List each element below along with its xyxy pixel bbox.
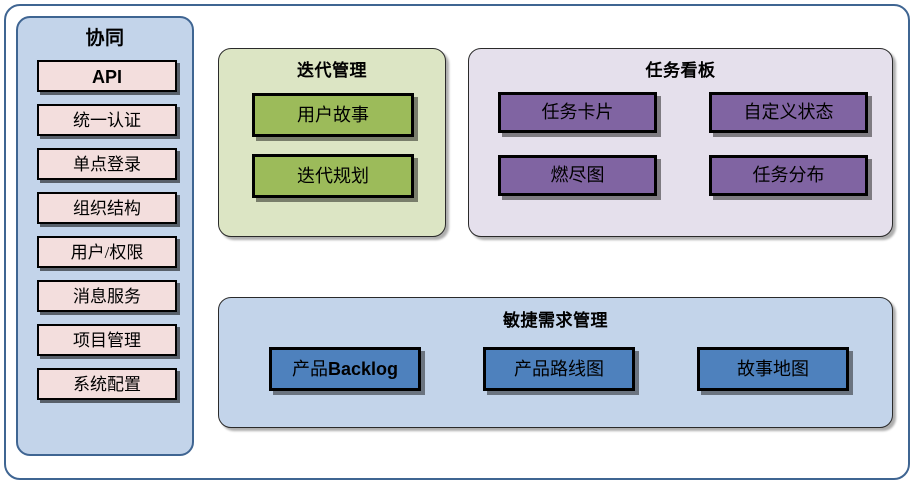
panel-agile-requirements[interactable]: 敏捷需求管理 产品Backlog 产品路线图 故事地图: [218, 297, 893, 428]
agile-requirements-item-row: 产品Backlog 产品路线图 故事地图: [269, 347, 849, 391]
sidebar-item-api[interactable]: API: [37, 60, 177, 92]
requirements-item-product-backlog[interactable]: 产品Backlog: [269, 347, 421, 391]
sidebar-item-message-service[interactable]: 消息服务: [37, 280, 177, 312]
iteration-item-list: 用户故事 迭代规划: [252, 93, 414, 215]
sidebar-item-user-permission[interactable]: 用户/权限: [37, 236, 177, 268]
panel-iteration-management-title: 迭代管理: [297, 61, 367, 80]
sidebar-item-project-management[interactable]: 项目管理: [37, 324, 177, 356]
panel-agile-requirements-title: 敏捷需求管理: [503, 311, 608, 330]
requirements-item-product-roadmap[interactable]: 产品路线图: [483, 347, 635, 391]
panel-task-board-title: 任务看板: [645, 61, 716, 80]
sidebar-item-system-config[interactable]: 系统配置: [37, 368, 177, 400]
task-board-item-custom-status[interactable]: 自定义状态: [709, 92, 868, 133]
task-board-item-task-card[interactable]: 任务卡片: [498, 92, 657, 133]
sidebar-item-unified-auth[interactable]: 统一认证: [37, 104, 177, 136]
requirements-item-product-backlog-latin: Backlog: [327, 359, 399, 379]
requirements-item-product-backlog-cjk: 产品: [291, 359, 328, 379]
sidebar-item-org-structure[interactable]: 组织结构: [37, 192, 177, 224]
requirements-item-story-map-label: 故事地图: [737, 359, 809, 379]
iteration-item-iteration-planning[interactable]: 迭代规划: [252, 154, 414, 198]
sidebar-item-single-sign-on[interactable]: 单点登录: [37, 148, 177, 180]
task-board-item-burndown-chart[interactable]: 燃尽图: [498, 155, 657, 196]
requirements-item-story-map[interactable]: 故事地图: [697, 347, 849, 391]
task-board-item-task-distribution[interactable]: 任务分布: [709, 155, 868, 196]
task-board-item-grid: 任务卡片 自定义状态 燃尽图 任务分布: [498, 92, 868, 218]
collaboration-item-list: API 统一认证 单点登录 组织结构 用户/权限 消息服务 项目管理 系统配置: [37, 60, 177, 412]
panel-iteration-management[interactable]: 迭代管理 用户故事 迭代规划: [218, 48, 446, 237]
iteration-item-user-story[interactable]: 用户故事: [252, 93, 414, 137]
panel-task-board[interactable]: 任务看板 任务卡片 自定义状态 燃尽图 任务分布: [468, 48, 893, 237]
requirements-item-product-roadmap-label: 产品路线图: [514, 359, 604, 379]
panel-collaboration-title: 协同: [85, 28, 125, 49]
panel-collaboration[interactable]: 协同 API 统一认证 单点登录 组织结构 用户/权限 消息服务 项目管理 系统…: [16, 16, 194, 456]
